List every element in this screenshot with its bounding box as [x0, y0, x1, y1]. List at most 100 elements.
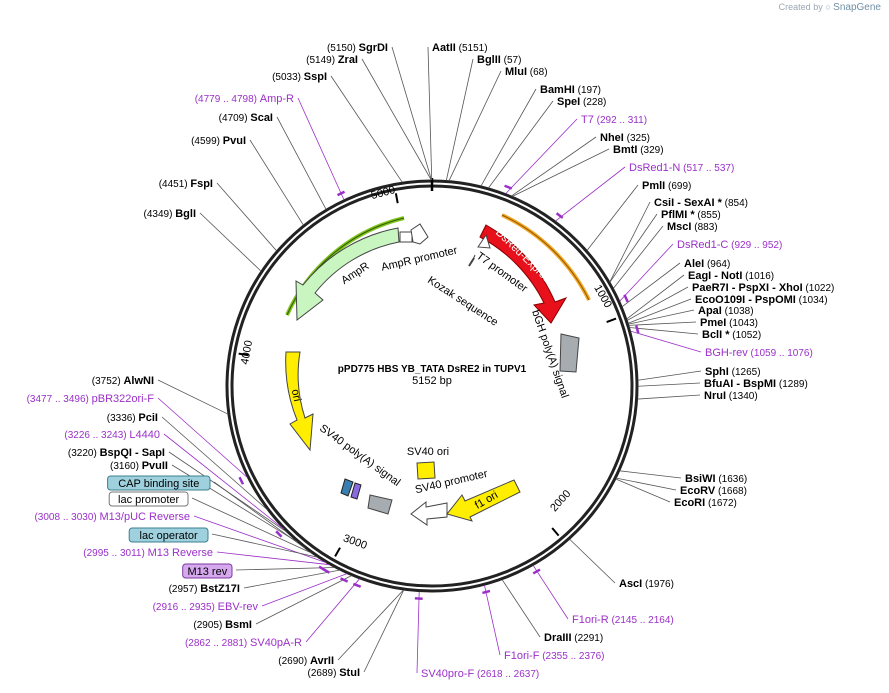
feature-bgh-polya[interactable]: bGH poly(A) signal [529, 308, 580, 400]
enzyme-label-eagi[interactable]: EagI - NotI (1016) [688, 270, 774, 282]
enzyme-label-asci[interactable]: AscI (1976) [619, 578, 674, 590]
label-text: ApaI (1038) [698, 305, 754, 317]
enzyme-label-aatii[interactable]: AatII (5151) [432, 42, 488, 54]
enzyme-label-pcii[interactable]: (3336) PciI [107, 412, 158, 424]
leader-zrai [361, 58, 432, 181]
enzyme-label-sspi[interactable]: (5033) SspI [272, 71, 327, 83]
feature-sv40-polya[interactable]: SV40 poly(A) signal [317, 422, 402, 515]
primer-label-pbr322ori-f[interactable]: (3477 .. 3496) pBR322ori-F [27, 393, 155, 405]
primer-mark-m13-reverse [322, 567, 331, 574]
label-extra: - BspMI [733, 378, 776, 390]
feature-sv40-ori[interactable]: SV40 ori [407, 446, 449, 480]
leader-lac-operator [211, 533, 318, 558]
primer-label-amp-r[interactable]: (4779 .. 4798) Amp-R [195, 93, 294, 105]
enzyme-label-csii[interactable]: CsiI - SexAI * (854) [654, 197, 748, 209]
label-text: EcoRI (1672) [674, 497, 737, 509]
label-position: (4779 .. 4798) [195, 94, 260, 105]
enzyme-label-pvui[interactable]: (4599) PvuI [191, 135, 246, 147]
enzyme-label-pvuii[interactable]: (3160) PvuII [110, 460, 168, 472]
label-position: (2862 .. 2881) [185, 638, 250, 649]
primer-label-f1ori-r[interactable]: F1ori-R (2145 .. 2164) [572, 614, 674, 626]
primer-label-sv40pro-f[interactable]: SV40pro-F (2618 .. 2637) [421, 668, 539, 680]
enzyme-label-sgrdi[interactable]: (5150) SgrDI [327, 42, 388, 54]
enzyme-label-alwni[interactable]: (3752) AlwNI [92, 375, 154, 387]
label-name: F1ori-R [572, 614, 609, 626]
enzyme-label-avrii[interactable]: (2690) AvrII [278, 655, 334, 667]
label-box [107, 475, 211, 491]
enzyme-label-zrai[interactable]: (5149) ZraI [306, 54, 358, 66]
enzyme-label-scai[interactable]: (4709) ScaI [219, 112, 273, 124]
label-name: PmeI [700, 317, 726, 329]
label-name: lac promoter [118, 494, 179, 506]
enzyme-label-nrui[interactable]: NruI (1340) [704, 390, 758, 402]
primer-label-m13-reverse[interactable]: (2995 .. 3011) M13 Reverse [83, 547, 213, 559]
enzyme-label-bspqi[interactable]: (3220) BspQI - SapI [68, 447, 165, 459]
label-position: (883) [691, 222, 717, 233]
enzyme-label-mlui[interactable]: MluI (68) [505, 66, 548, 78]
enzyme-label-nhei[interactable]: NheI (325) [600, 132, 650, 144]
primer-label-dsred1-c[interactable]: DsRed1-C (929 .. 952) [677, 239, 782, 251]
primer-mark-bgh-rev [635, 325, 640, 334]
feature-box-lac-operator[interactable]: lac operator [128, 527, 209, 543]
primer-label-dsred1-n[interactable]: DsRed1-N (517 .. 537) [629, 162, 734, 174]
primer-label-l4440[interactable]: (3226 .. 3243) L4440 [64, 429, 160, 441]
label-position: (1668) [715, 486, 747, 497]
label-position: (3226 .. 3243) [64, 430, 129, 441]
primer-mark-sv40pa-r [352, 582, 362, 588]
primer-label-m13-puc-reverse[interactable]: (3008 .. 3030) M13/pUC Reverse [34, 511, 190, 523]
enzyme-label-fspi[interactable]: (4451) FspI [159, 178, 213, 190]
primer-label-sv40pa-r[interactable]: (2862 .. 2881) SV40pA-R [185, 637, 302, 649]
enzyme-label-msci[interactable]: MscI (883) [667, 221, 718, 233]
feature-dsred[interactable]: DsRed-Express2 [479, 224, 568, 324]
label-text: (3160) PvuII [110, 460, 168, 472]
primer-mark-l4440 [275, 530, 283, 538]
enzyme-label-bsmi[interactable]: (2905) BsmI [193, 619, 252, 631]
leader-sv40pa-r [305, 578, 360, 643]
enzyme-label-bamhi[interactable]: BamHI (197) [540, 84, 601, 96]
feature-box-cap-binding-site[interactable]: CAP binding site [107, 475, 211, 491]
enzyme-label-bglii[interactable]: BglII (57) [477, 54, 521, 66]
enzyme-label-ecori[interactable]: EcoRI (1672) [674, 497, 737, 509]
credit-prefix: Created by [778, 2, 823, 12]
enzyme-label-bfuai[interactable]: BfuAI - BspMI (1289) [704, 378, 808, 390]
enzyme-label-paer7i[interactable]: PaeR7I - PspXI - XhoI (1022) [692, 282, 834, 294]
enzyme-label-pmli[interactable]: PmlI (699) [642, 180, 691, 192]
enzyme-label-spei[interactable]: SpeI (228) [557, 96, 606, 108]
enzyme-label-bcli[interactable]: BclI * (1052) [702, 329, 761, 341]
enzyme-label-bmti[interactable]: BmtI (329) [613, 144, 664, 156]
primer-label-ebv-rev[interactable]: (2916 .. 2935) EBV-rev [153, 601, 259, 613]
leader-cap-binding-site [213, 481, 306, 549]
label-text: EcoRV (1668) [680, 485, 747, 497]
primer-label-bgh-rev[interactable]: BGH-rev (1059 .. 1076) [705, 347, 813, 359]
label-box [128, 527, 209, 543]
leader-ecoo109i [628, 298, 692, 324]
label-text: AatII (5151) [432, 42, 488, 54]
ori-label: ori [289, 388, 303, 402]
enzyme-label-pmei[interactable]: PmeI (1043) [700, 317, 758, 329]
leader-m13-reverse [216, 551, 330, 566]
leader-m13-puc-reverse [193, 515, 327, 564]
label-name: ZraI [338, 54, 358, 66]
enzyme-label-stui[interactable]: (2689) StuI [308, 667, 360, 679]
label-text: F1ori-R (2145 .. 2164) [572, 614, 674, 626]
label-name: BstZ17I [200, 583, 240, 595]
feature-green-band [285, 216, 405, 316]
enzyme-label-bsiwi[interactable]: BsiWI (1636) [685, 473, 747, 485]
enzyme-label-apai[interactable]: ApaI (1038) [698, 305, 754, 317]
enzyme-label-sphi[interactable]: SphI (1265) [705, 366, 761, 378]
leader-bstz17i [243, 569, 340, 589]
enzyme-label-alei[interactable]: AleI (964) [684, 258, 730, 270]
feature-ori[interactable]: ori [285, 351, 314, 452]
feature-box-lac-promoter[interactable]: lac promoter [108, 491, 189, 507]
feature-box-m13-rev[interactable]: M13 rev [182, 563, 233, 579]
enzyme-label-pflmi[interactable]: PflMI * (855) [661, 209, 721, 221]
enzyme-label-ecoo109i[interactable]: EcoO109I - PspOMI (1034) [695, 294, 828, 306]
enzyme-label-draiii[interactable]: DraIII (2291) [544, 632, 603, 644]
primer-label-f1ori-f[interactable]: F1ori-F (2355 .. 2376) [504, 650, 605, 662]
primer-label-t7[interactable]: T7 (292 .. 311) [581, 114, 647, 126]
enzyme-label-bstz17i[interactable]: (2957) BstZ17I [169, 583, 240, 595]
label-text: BglII (57) [477, 54, 521, 66]
enzyme-label-bgli[interactable]: (4349) BglI [144, 208, 196, 220]
enzyme-label-ecorv[interactable]: EcoRV (1668) [680, 485, 747, 497]
leader-paer7i [627, 286, 689, 321]
